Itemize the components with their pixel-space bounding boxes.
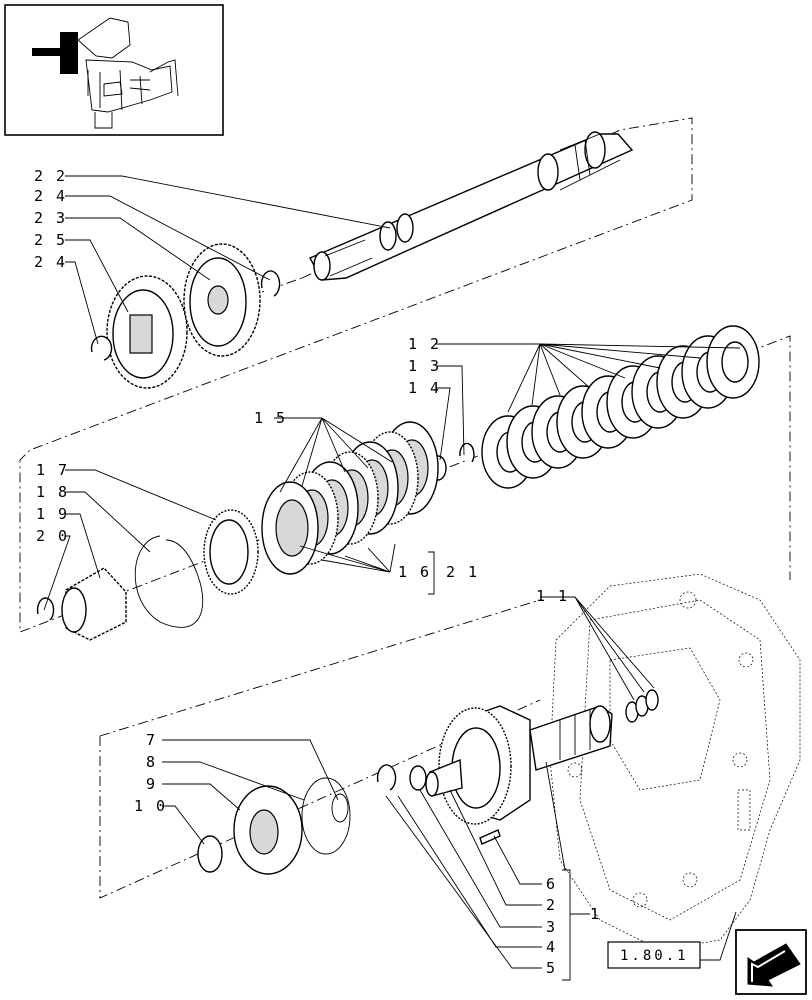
part-gear-25	[106, 275, 188, 389]
callout-20: 2 0	[36, 527, 69, 545]
part-circlip-4	[376, 764, 397, 791]
callout-2: 2	[546, 896, 557, 914]
callout-10: 1 0	[134, 797, 167, 815]
spring-washer-bore	[721, 341, 749, 383]
part-housing	[549, 573, 801, 951]
callout-11: 1 1	[536, 587, 569, 605]
reference-link[interactable]: 1.80.1	[607, 941, 701, 969]
callout-24-lower: 2 4	[34, 253, 67, 271]
next-page-arrow-button[interactable]	[735, 929, 807, 995]
reference-label[interactable]: 1.80.1	[620, 948, 689, 964]
callout-21: 2 1	[446, 563, 479, 581]
callout-14: 1 4	[408, 379, 441, 397]
callout-labels: 2 2 2 4 2 3 2 5 2 4 1 2 1 3 1 4 1 5 1 7 …	[34, 167, 601, 977]
callout-4: 4	[546, 938, 557, 956]
part-washer-10	[197, 835, 223, 873]
part-ring-17	[203, 509, 259, 595]
part-piston-9	[233, 785, 303, 875]
callout-22: 2 2	[34, 167, 67, 185]
callout-17: 1 7	[36, 461, 69, 479]
part-spring-stack	[481, 325, 760, 489]
callout-18: 1 8	[36, 483, 69, 501]
callout-8: 8	[146, 753, 157, 771]
callout-24-upper: 2 4	[34, 187, 67, 205]
leader-lines	[43, 175, 741, 981]
arrow-icon	[747, 943, 801, 987]
callout-23: 2 3	[34, 209, 67, 227]
part-washer-3	[409, 765, 427, 791]
callout-15: 1 5	[254, 409, 287, 427]
part-pin-6	[479, 829, 501, 845]
callout-3: 3	[546, 918, 557, 936]
part-gear-23	[183, 243, 261, 357]
locator-thumbnail	[4, 4, 224, 136]
callout-9: 9	[146, 775, 157, 793]
part-springs-11	[625, 689, 659, 723]
part-input-shaft	[309, 131, 634, 281]
part-gear-19	[61, 567, 127, 641]
clutch-disc-bore	[275, 499, 309, 557]
callout-6: 6	[546, 875, 557, 893]
callout-19: 1 9	[36, 505, 69, 523]
part-output-drum	[438, 705, 613, 825]
part-circlip-24-upper	[260, 270, 281, 297]
part-circlip-24-lower	[90, 335, 113, 361]
callout-16: 1 6	[398, 563, 431, 581]
callout-5: 5	[546, 959, 557, 977]
part-snap-ring-18	[134, 535, 204, 628]
callout-7: 7	[146, 731, 157, 749]
callout-13: 1 3	[408, 357, 441, 375]
part-seal-ring-7	[301, 777, 351, 855]
part-ring-13	[459, 442, 475, 463]
part-shaft-2	[425, 758, 463, 797]
callout-25: 2 5	[34, 231, 67, 249]
part-circlip-20	[36, 597, 55, 621]
callout-1: 1	[590, 905, 601, 923]
part-clutch-disc-pack	[261, 421, 439, 575]
callout-12: 1 2	[408, 335, 441, 353]
